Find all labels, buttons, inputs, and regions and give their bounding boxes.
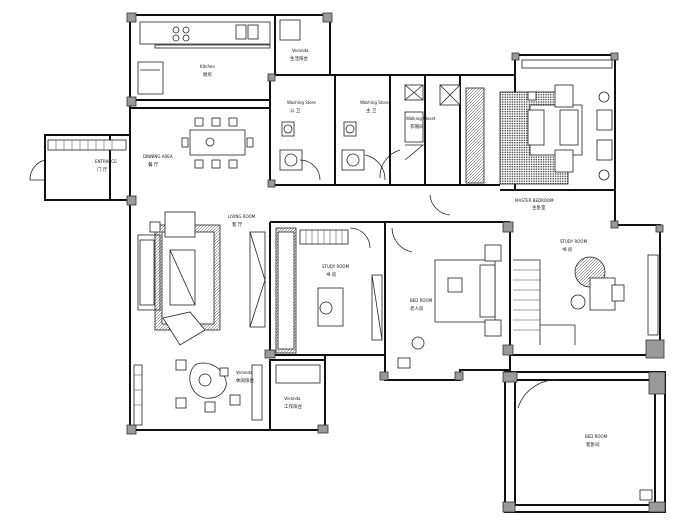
leisure-veranda-furniture <box>133 359 263 426</box>
veranda-small-label-en: Veranda <box>284 396 301 401</box>
kitchen-furniture <box>137 19 301 95</box>
study-mid-furniture <box>275 227 383 354</box>
dinning-label-cn: 餐 厅 <box>148 161 159 168</box>
veranda-lower-label-cn: 休闲阳台 <box>236 377 254 384</box>
bedroom-mid-furniture <box>391 227 502 369</box>
veranda-lower-label-en: Veranda <box>236 370 253 375</box>
veranda-top-label-cn: 生活阳台 <box>290 55 308 62</box>
pillars <box>126 12 666 513</box>
entrance-label-en: ENTRANCE <box>95 159 117 164</box>
kitchen-label-en: Kitchen <box>200 64 215 69</box>
living-label-en: LIVING ROOM <box>228 214 256 219</box>
study-right-label-en: STUDY ROOM <box>560 239 588 244</box>
bedroom-right-label-en: BED ROOM <box>585 434 608 439</box>
kitchen-label-cn: 厨房 <box>203 71 212 78</box>
dining-furniture <box>181 117 254 169</box>
washing-store-2-label-cn: 主 卫 <box>366 107 377 114</box>
master-bedroom-label-en: MASTER BEDROOM <box>515 198 554 203</box>
veranda-small-counter <box>275 364 321 384</box>
bedroom-right-fixtures <box>517 379 653 501</box>
bedroom-mid-label-en: BED ROOM <box>410 298 433 303</box>
master-bedroom-label-cn: 主卧室 <box>532 204 546 211</box>
study-mid-label-en: STUDY ROOM <box>322 264 350 269</box>
living-label-cn: 客 厅 <box>232 221 243 228</box>
bathroom-fixtures <box>279 84 485 216</box>
master-bedroom-furniture <box>499 59 613 185</box>
entrance-furniture <box>29 139 127 181</box>
study-right-furniture <box>513 254 659 345</box>
bedroom-mid-label-cn: 老人房 <box>410 305 424 312</box>
living-furniture <box>137 211 266 346</box>
veranda-top-label-en: Veranda <box>292 48 309 53</box>
washing-store-1-label-en: Washing Store <box>287 100 316 105</box>
walking-closet-label-en: Walking Closet <box>406 116 436 121</box>
washing-store-1-label-cn: 公 卫 <box>290 108 301 114</box>
study-mid-label-cn: 书 房 <box>326 271 337 278</box>
bedroom-right-label-cn: 客卧间 <box>586 441 600 448</box>
walking-closet-label-cn: 衣帽间 <box>410 123 424 130</box>
washing-store-2-label-en: Washing Store <box>360 100 389 105</box>
entrance-label-cn: 门 厅 <box>97 166 108 173</box>
study-right-label-cn: 书 房 <box>562 246 573 253</box>
veranda-small-label-cn: 工作阳台 <box>284 403 302 410</box>
dinning-label-en: DINNING AREA <box>143 154 173 159</box>
